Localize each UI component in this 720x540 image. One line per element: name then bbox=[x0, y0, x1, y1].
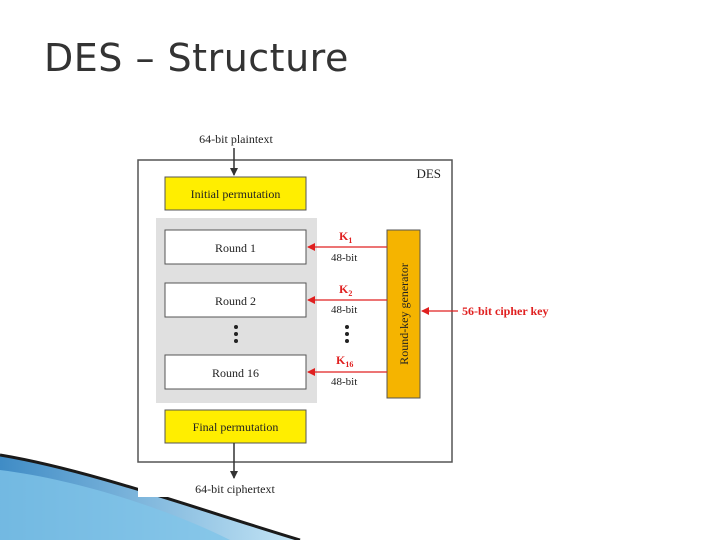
k16-label: K16 bbox=[336, 353, 353, 369]
round-2-label: Round 2 bbox=[215, 294, 256, 308]
plaintext-label: 64-bit plaintext bbox=[199, 132, 273, 146]
k1-label: K1 bbox=[339, 229, 352, 245]
round-key-generator-label: Round-key generator bbox=[397, 263, 411, 365]
k2-label: K2 bbox=[339, 282, 352, 298]
initial-permutation-label: Initial permutation bbox=[191, 187, 281, 201]
des-box-label: DES bbox=[416, 166, 441, 181]
slide-title: DES – Structure bbox=[44, 36, 349, 80]
round-key-generator-box bbox=[386, 229, 421, 399]
cipher-key-label: 56-bit cipher key bbox=[462, 304, 548, 318]
decorative-swoosh bbox=[0, 453, 301, 540]
ciphertext-label: 64-bit ciphertext bbox=[195, 482, 275, 496]
round-1-label: Round 1 bbox=[215, 241, 256, 255]
k1-bits-label: 48-bit bbox=[331, 252, 357, 264]
round-16-box bbox=[164, 354, 307, 390]
round-2-box bbox=[164, 282, 307, 318]
final-permutation-box bbox=[164, 409, 307, 444]
final-permutation-label: Final permutation bbox=[193, 420, 279, 434]
rounds-ellipsis bbox=[234, 325, 238, 343]
k2-bits-label: 48-bit bbox=[331, 304, 357, 316]
k16-bits-label: 48-bit bbox=[331, 376, 357, 388]
keys-ellipsis bbox=[345, 325, 349, 343]
round-1-box bbox=[164, 229, 307, 265]
initial-permutation-box bbox=[164, 176, 307, 211]
round-16-label: Round 16 bbox=[212, 366, 259, 380]
